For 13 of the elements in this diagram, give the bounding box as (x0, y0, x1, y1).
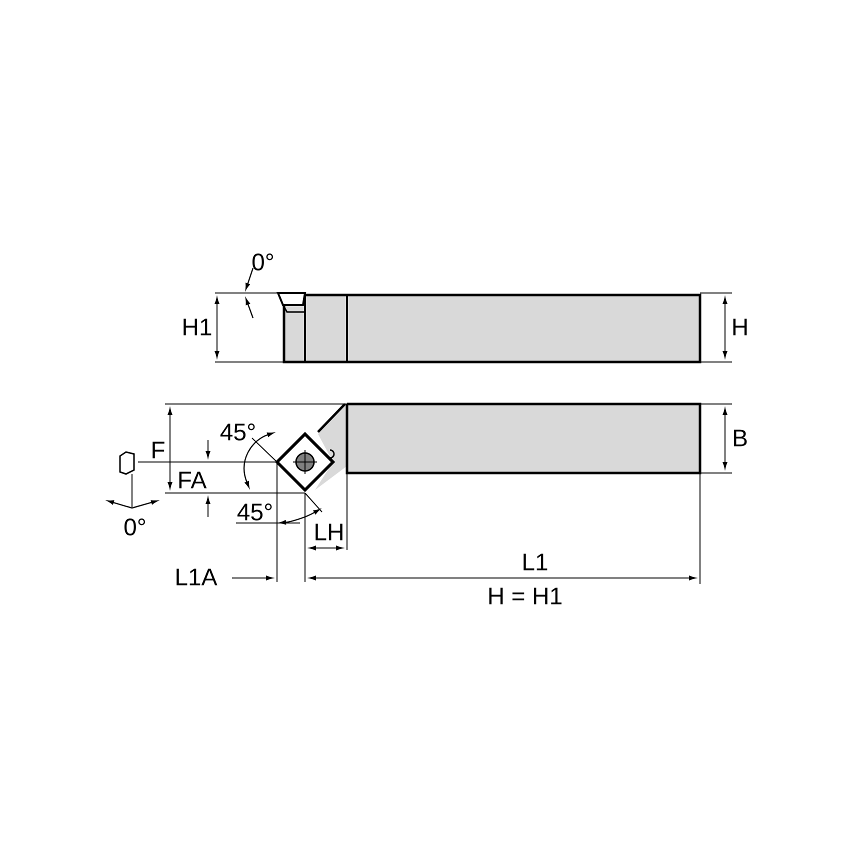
dimension-label: 45° (237, 504, 272, 520)
dimension-label: 45° (220, 424, 255, 440)
dimension-label: H = H1 (489, 588, 562, 604)
dimension-label: H (733, 318, 747, 336)
dimension-label: B (734, 430, 747, 446)
dimension-label: LH (316, 524, 342, 540)
dimension-label: L1 (524, 554, 548, 570)
dimension-label: FA (179, 472, 207, 488)
dimension-label: F (152, 442, 164, 458)
dimension-label: 0° (252, 254, 274, 270)
dimension-label: 0° (124, 518, 146, 536)
dimension-label: H1 (184, 318, 212, 336)
dimension-label: L1A (176, 568, 218, 586)
